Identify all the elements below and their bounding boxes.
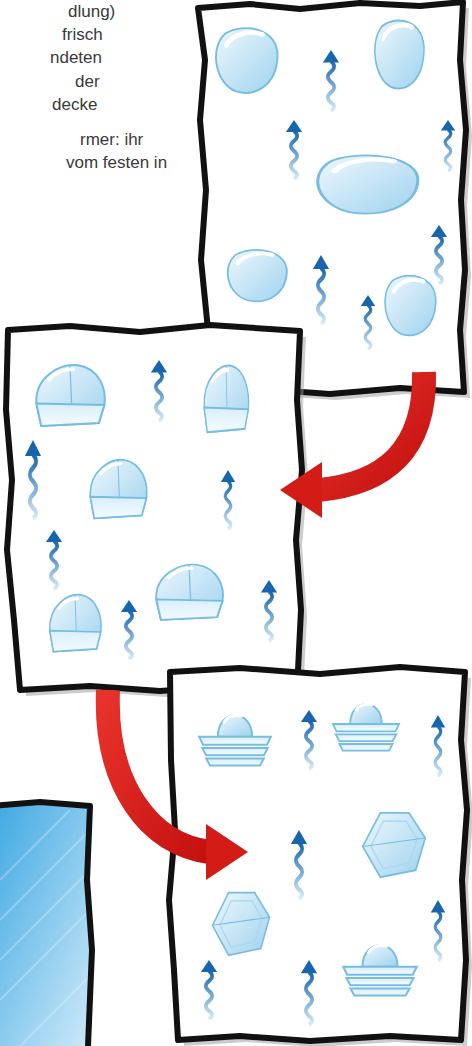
text-fragment: ndeten	[50, 48, 102, 68]
panel-ice-pieces	[6, 325, 308, 697]
text-fragment: dlung)	[68, 2, 115, 22]
text-fragment: rmer: ihr	[80, 130, 143, 150]
transition-arrow	[108, 690, 248, 880]
water-box	[0, 802, 92, 1046]
text-fragment: der	[75, 72, 100, 92]
text-fragment: vom festen in	[66, 153, 167, 173]
panel-ice-crystals	[169, 667, 472, 1046]
text-fragment: decke	[52, 95, 97, 115]
transition-arrow	[280, 372, 424, 518]
text-fragment: frisch	[62, 25, 103, 45]
